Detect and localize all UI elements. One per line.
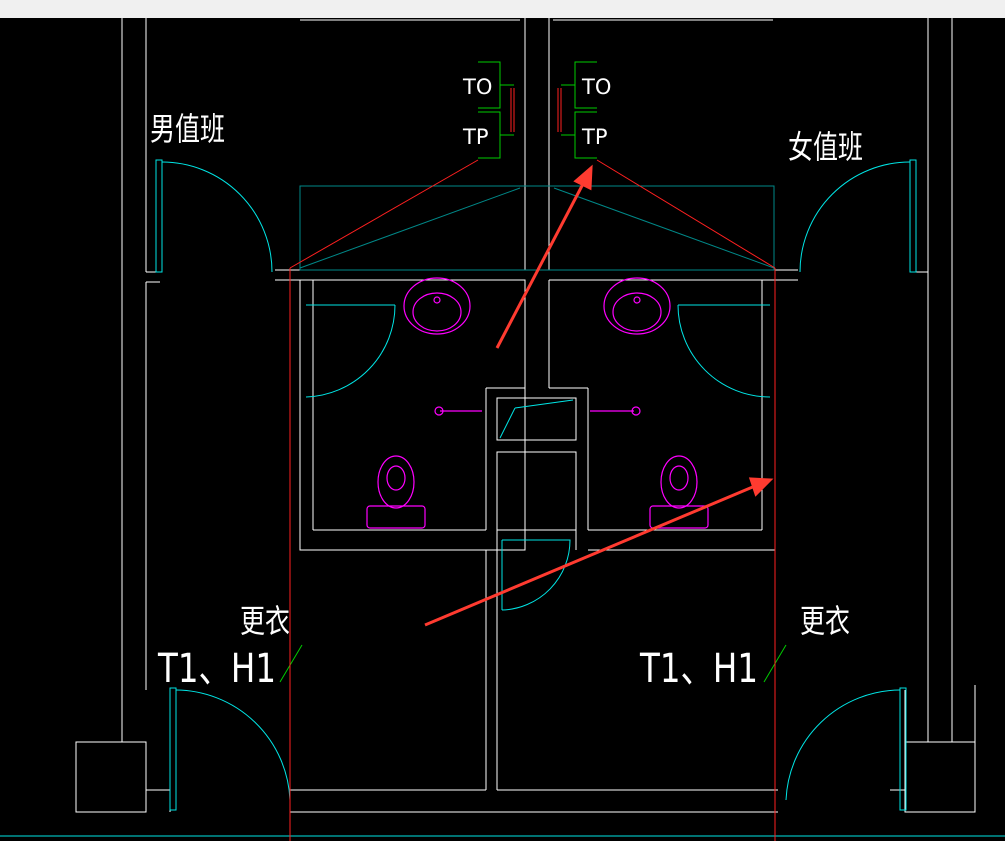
toilet-left (377, 455, 415, 509)
doors (0, 159, 1005, 837)
outlet-links (510, 88, 562, 132)
window-top-bar (0, 0, 1005, 18)
arrow-to-wall (424, 484, 756, 627)
tag-left: T1、H1 (157, 646, 276, 692)
sink-right (603, 277, 671, 335)
room-labels: 男值班 女值班 更衣 更衣 (150, 110, 863, 640)
equipment-tags: T1、H1 T1、H1 (157, 646, 758, 692)
room-label-female-duty: 女值班 (788, 128, 863, 166)
outlet-label-left-to: TO (462, 75, 492, 99)
room-label-changing-left: 更衣 (240, 602, 290, 640)
room-label-male-duty: 男值班 (150, 110, 225, 148)
arrow-to-outlet (495, 181, 586, 349)
outlet-labels: TO TP TO TP (462, 75, 611, 149)
tag-right: T1、H1 (639, 646, 758, 692)
annotation-arrows (424, 164, 774, 627)
outlets (279, 61, 787, 683)
outlet-label-right-to: TO (581, 75, 611, 99)
sink-left (403, 277, 471, 335)
toilet-right (660, 455, 698, 509)
leader-lines (289, 159, 776, 841)
outlet-label-right-tp: TP (581, 125, 608, 149)
outlet-label-left-tp: TP (462, 125, 489, 149)
room-label-changing-right: 更衣 (800, 602, 850, 640)
fixtures (366, 277, 709, 529)
